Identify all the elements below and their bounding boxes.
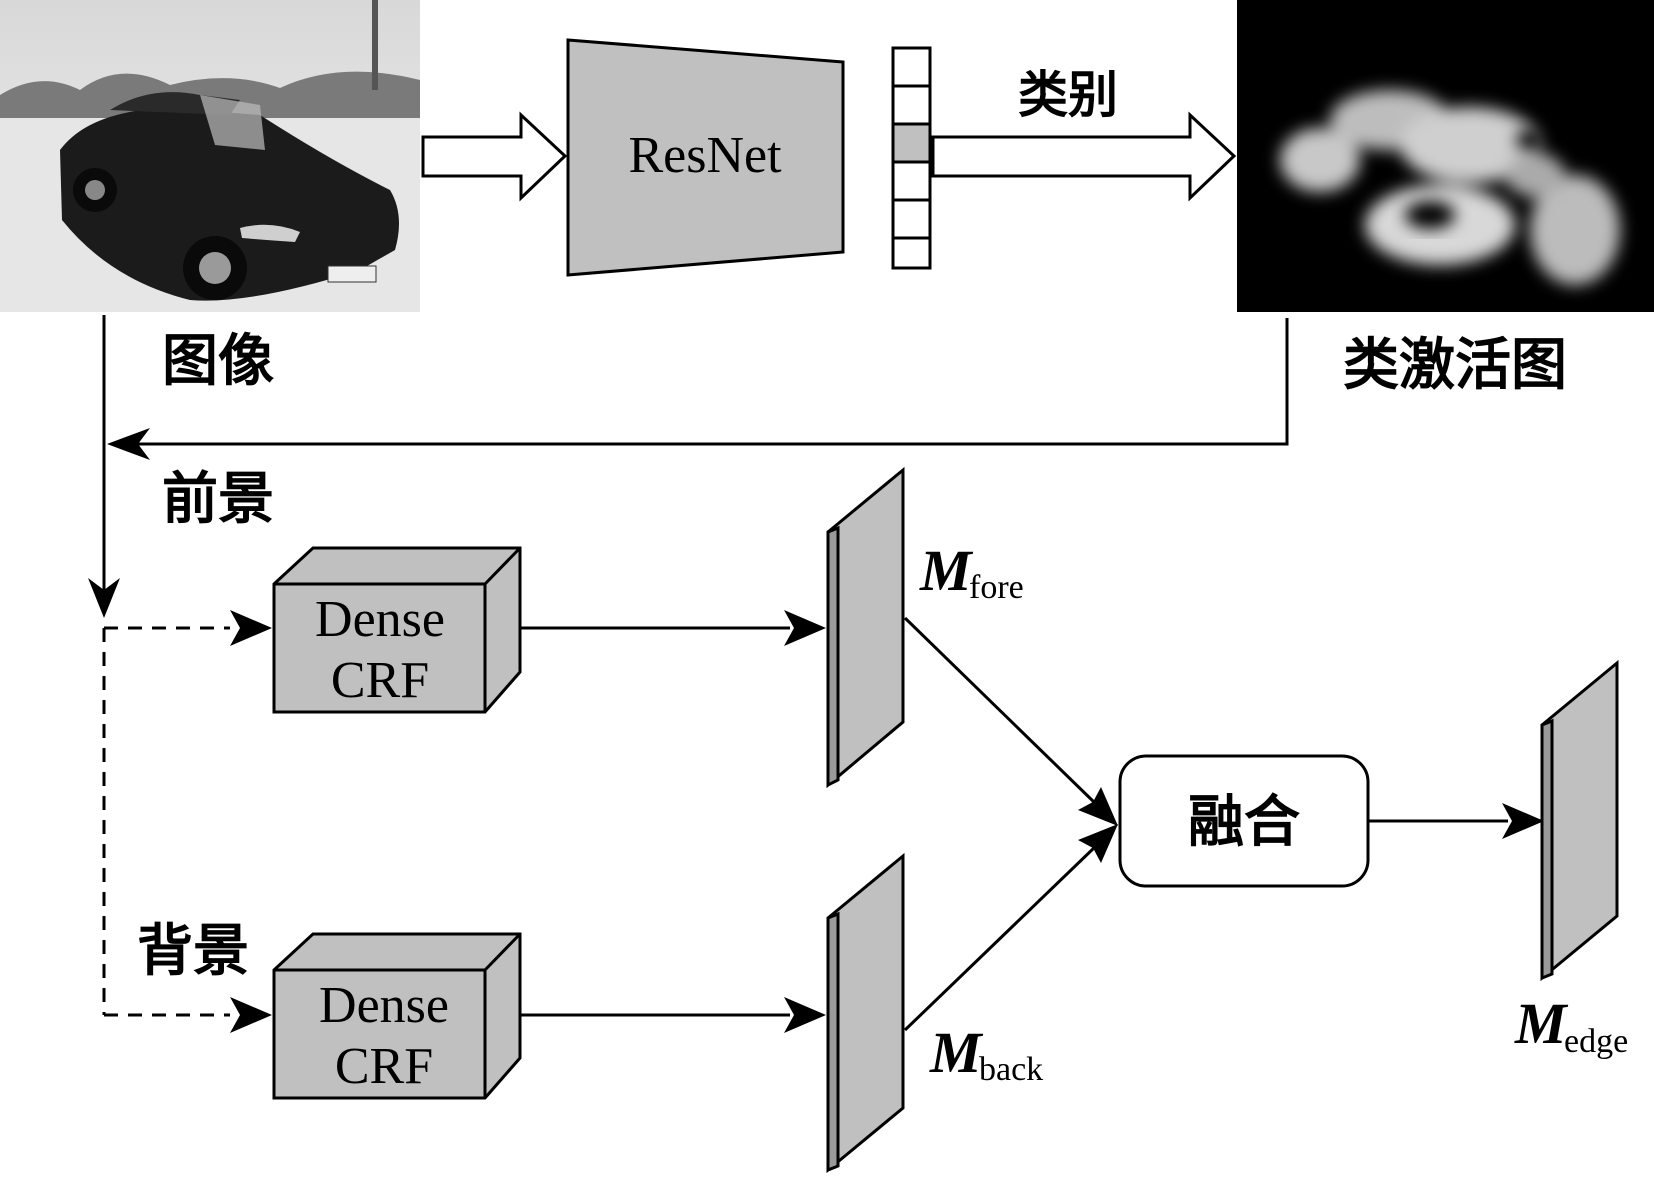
background-label: 背景 xyxy=(137,919,249,984)
arrowhead-to-crf-bottom xyxy=(230,997,272,1033)
crf-top-line1: Dense xyxy=(315,591,445,648)
fusion-node: 融合 xyxy=(1118,754,1370,888)
m-back-main: M xyxy=(929,1020,984,1085)
resnet-block: ResNet xyxy=(566,38,845,277)
m-edge-map xyxy=(1540,659,1619,982)
arrowhead-mback xyxy=(784,997,826,1033)
m-fore-label: M fore xyxy=(919,538,1024,606)
m-edge-sub: edge xyxy=(1564,1023,1628,1060)
m-fore-map xyxy=(826,466,905,789)
hollow-arrow-image-to-resnet xyxy=(421,111,568,202)
cam-feedback-connector xyxy=(116,318,1289,450)
crf-bottom-line1: Dense xyxy=(319,977,449,1034)
hollow-arrow-vector-to-cam xyxy=(931,111,1237,202)
m-edge-main: M xyxy=(1514,991,1569,1056)
crf-top-line2: CRF xyxy=(331,652,429,709)
image-label: 图像 xyxy=(162,329,274,394)
class-activation-map xyxy=(1237,0,1654,312)
arrowhead-to-crf-top xyxy=(230,610,272,646)
feature-vector xyxy=(891,46,932,270)
m-fore-sub: fore xyxy=(969,569,1024,606)
m-back-map xyxy=(826,852,905,1174)
fusion-label: 融合 xyxy=(1188,790,1300,855)
arrow-mback-to-fusion xyxy=(903,844,1098,1032)
resnet-label: ResNet xyxy=(628,127,782,184)
dense-crf-bottom: Dense CRF xyxy=(272,932,522,1100)
arrowhead-fusion-top xyxy=(1078,787,1118,826)
m-back-sub: back xyxy=(979,1051,1043,1088)
arrowhead-down xyxy=(88,578,120,618)
class-label: 类别 xyxy=(1018,66,1118,124)
arrowhead-mfore xyxy=(784,610,826,646)
cam-label: 类激活图 xyxy=(1343,333,1567,398)
m-fore-main: M xyxy=(919,538,974,603)
crf-bottom-line2: CRF xyxy=(335,1038,433,1095)
m-edge-label: M edge xyxy=(1514,991,1628,1060)
arrowhead-medge xyxy=(1502,803,1544,839)
arrow-mfore-to-fusion xyxy=(903,616,1098,806)
input-image xyxy=(0,0,420,312)
dashed-split xyxy=(102,626,230,1017)
arrowhead-feedback xyxy=(107,428,150,460)
foreground-label: 前景 xyxy=(162,467,274,532)
dense-crf-top: Dense CRF xyxy=(272,546,522,714)
arrowhead-fusion-bottom xyxy=(1078,824,1118,863)
m-back-label: M back xyxy=(929,1020,1043,1088)
